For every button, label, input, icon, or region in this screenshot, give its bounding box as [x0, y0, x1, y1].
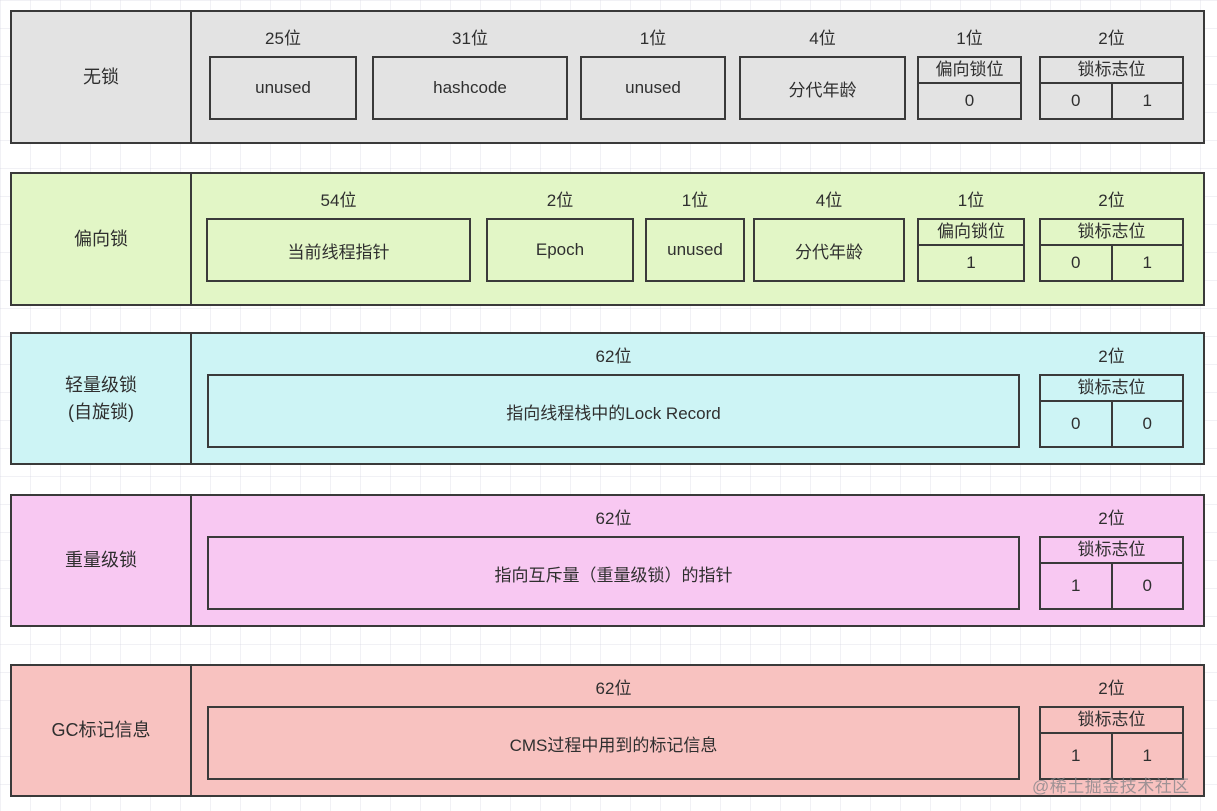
- field-box: 锁标志位 0 1: [1039, 218, 1184, 282]
- bit-values: 1 1: [1041, 734, 1182, 778]
- bit-values: 1 0: [1041, 564, 1182, 608]
- field-box: 锁标志位 1 1: [1039, 706, 1184, 780]
- bit-width-label: 2位: [1098, 29, 1125, 48]
- bit-values: 0 1: [1041, 246, 1182, 280]
- field-header: 锁标志位: [1041, 220, 1182, 246]
- field-hashcode: 31位 hashcode: [372, 22, 568, 120]
- field-unused-25: 25位 unused: [209, 22, 357, 120]
- field-box: unused: [645, 218, 745, 282]
- field-box: 当前线程指针: [206, 218, 471, 282]
- field-box: unused: [580, 56, 726, 120]
- lock-state-row-lightweight-lock: 轻量级锁 (自旋锁) 62位 指向线程栈中的Lock Record 2位 锁标志…: [10, 332, 1205, 465]
- bit-values: 0: [919, 84, 1020, 118]
- field-box: 指向线程栈中的Lock Record: [207, 374, 1020, 448]
- bit-values: 0 1: [1041, 84, 1182, 118]
- field-thread-pointer: 54位 当前线程指针: [206, 184, 471, 282]
- field-box: 指向互斥量（重量级锁）的指针: [207, 536, 1020, 610]
- lock-state-row-gc-mark: GC标记信息 62位 CMS过程中用到的标记信息 2位 锁标志位 1 1: [10, 664, 1205, 797]
- bit-width-label: 54位: [320, 191, 357, 210]
- field-epoch: 2位 Epoch: [486, 184, 634, 282]
- field-box: 偏向锁位 0: [917, 56, 1022, 120]
- field-header: 偏向锁位: [919, 220, 1023, 246]
- field-header: 锁标志位: [1041, 58, 1182, 84]
- bit-width-label: 2位: [1098, 347, 1125, 366]
- field-gc-age: 4位 分代年龄: [753, 184, 905, 282]
- lock-state-row-heavyweight-lock: 重量级锁 62位 指向互斥量（重量级锁）的指针 2位 锁标志位 1 0: [10, 494, 1205, 627]
- site-watermark: @稀土掘金技术社区: [1032, 777, 1190, 796]
- field-box: unused: [209, 56, 357, 120]
- row-label: 无锁: [12, 12, 192, 142]
- field-box: CMS过程中用到的标记信息: [207, 706, 1020, 780]
- field-biased-lock-bit: 1位 偏向锁位 0: [917, 22, 1022, 120]
- bit-width-label: 1位: [681, 191, 709, 210]
- field-biased-lock-bit: 1位 偏向锁位 1: [917, 184, 1025, 282]
- bit-width-label: 1位: [956, 29, 983, 48]
- field-mutex-pointer: 62位 指向互斥量（重量级锁）的指针: [207, 502, 1020, 610]
- bit-value: 1: [1110, 246, 1183, 280]
- bit-value: 0: [1071, 253, 1081, 272]
- bit-width-label: 2位: [1098, 509, 1125, 528]
- bit-width-label: 1位: [957, 191, 985, 210]
- bit-width-label: 25位: [265, 29, 301, 48]
- field-lock-flag: 2位 锁标志位 0 1: [1039, 184, 1184, 282]
- bit-value: 1: [1071, 746, 1081, 765]
- bit-value: 0: [1110, 564, 1183, 608]
- lock-state-row-no-lock: 无锁 25位 unused 31位 hashcode 1位 unused 4位 …: [10, 10, 1205, 144]
- bit-value: 0: [1071, 91, 1081, 110]
- field-header: 锁标志位: [1041, 376, 1182, 402]
- bit-width-label: 4位: [815, 191, 843, 210]
- field-box: 分代年龄: [753, 218, 905, 282]
- bit-value: 0: [964, 91, 975, 110]
- field-lock-flag: 2位 锁标志位 0 1: [1039, 22, 1184, 120]
- field-box: 锁标志位 0 1: [1039, 56, 1184, 120]
- bit-width-label: 62位: [595, 679, 632, 698]
- bit-value: 0: [1071, 414, 1081, 433]
- bit-value: 1: [966, 253, 976, 272]
- bit-value: 1: [1110, 84, 1183, 118]
- field-box: Epoch: [486, 218, 634, 282]
- bit-width-label: 2位: [1098, 191, 1125, 210]
- field-lock-flag: 2位 锁标志位 0 0: [1039, 340, 1184, 448]
- field-unused-1: 1位 unused: [645, 184, 745, 282]
- bit-width-label: 4位: [809, 29, 836, 48]
- row-label: 轻量级锁 (自旋锁): [12, 334, 192, 463]
- field-unused-1: 1位 unused: [580, 22, 726, 120]
- bit-width-label: 1位: [639, 29, 667, 48]
- field-box: 分代年龄: [739, 56, 906, 120]
- bit-value: 1: [1071, 576, 1081, 595]
- row-label: 偏向锁: [12, 174, 192, 304]
- field-lock-record-pointer: 62位 指向线程栈中的Lock Record: [207, 340, 1020, 448]
- bit-width-label: 31位: [452, 29, 488, 48]
- bit-values: 0 0: [1041, 402, 1182, 446]
- bit-value: 1: [1110, 734, 1183, 778]
- row-label: 重量级锁: [12, 496, 192, 625]
- field-lock-flag: 2位 锁标志位 1 1: [1039, 672, 1184, 780]
- field-cms-mark-info: 62位 CMS过程中用到的标记信息: [207, 672, 1020, 780]
- field-header: 锁标志位: [1041, 538, 1182, 564]
- bit-width-label: 2位: [1098, 679, 1125, 698]
- bit-value: 0: [1110, 402, 1183, 446]
- row-label: GC标记信息: [12, 666, 192, 795]
- field-header: 锁标志位: [1041, 708, 1182, 734]
- field-box: 偏向锁位 1: [917, 218, 1025, 282]
- field-box: 锁标志位 1 0: [1039, 536, 1184, 610]
- bit-width-label: 62位: [595, 347, 632, 366]
- field-header: 偏向锁位: [919, 58, 1020, 84]
- bit-width-label: 2位: [546, 191, 574, 210]
- field-box: 锁标志位 0 0: [1039, 374, 1184, 448]
- bit-width-label: 62位: [595, 509, 632, 528]
- field-lock-flag: 2位 锁标志位 1 0: [1039, 502, 1184, 610]
- bit-values: 1: [919, 246, 1023, 280]
- lock-state-row-biased-lock: 偏向锁 54位 当前线程指针 2位 Epoch 1位 unused 4位 分代年…: [10, 172, 1205, 306]
- field-box: hashcode: [372, 56, 568, 120]
- field-gc-age: 4位 分代年龄: [739, 22, 906, 120]
